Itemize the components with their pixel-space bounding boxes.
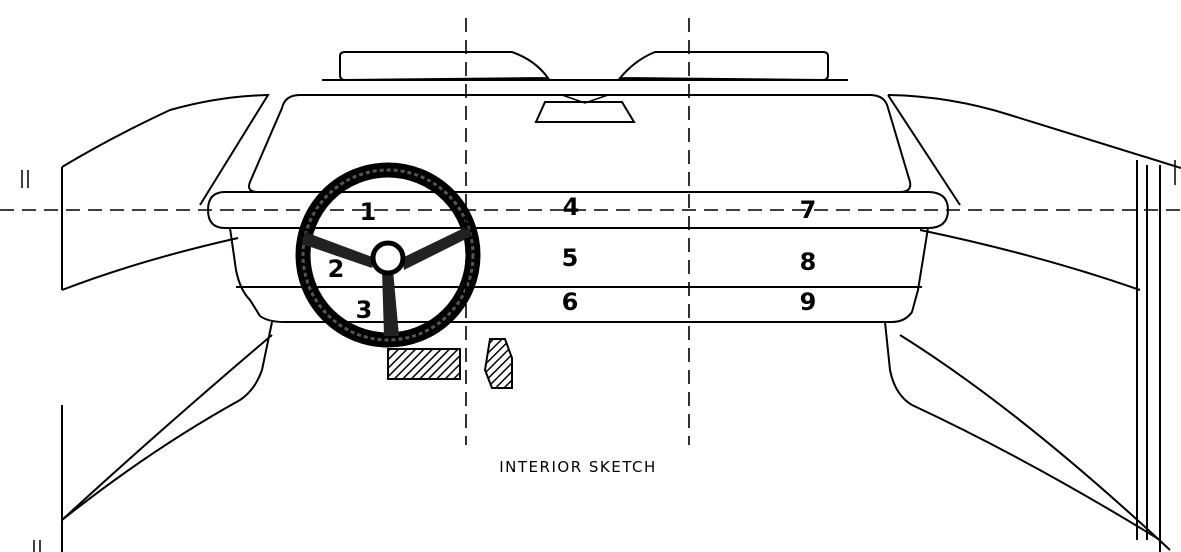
- zone-label-6: 6: [562, 288, 579, 316]
- zone-label-7: 7: [800, 196, 817, 224]
- steering-wheel: [295, 162, 481, 348]
- zone-label-3: 3: [356, 296, 373, 324]
- rearview-mirror: [534, 101, 636, 123]
- zone-label-5: 5: [562, 244, 579, 272]
- pedals: [387, 338, 513, 389]
- zone-label-4: 4: [563, 193, 580, 221]
- zone-label-9: 9: [800, 288, 817, 316]
- zone-label-2: 2: [328, 255, 345, 283]
- lower-console: [61, 321, 1161, 541]
- accelerator-pedal: [483, 338, 513, 389]
- reference-lines: [0, 18, 1181, 445]
- zone-label-1: 1: [360, 198, 377, 226]
- sun-visors: [322, 51, 848, 82]
- zone-labels: 1 2 3 4 5 6 7 8 9: [328, 193, 817, 324]
- right-door-panel: [887, 94, 1181, 552]
- left-door-panel: [21, 93, 273, 552]
- brake-pedal: [387, 348, 461, 380]
- dashboard: [206, 191, 950, 323]
- zone-label-8: 8: [800, 248, 817, 276]
- diagram-caption: INTERIOR SKETCH: [499, 458, 657, 476]
